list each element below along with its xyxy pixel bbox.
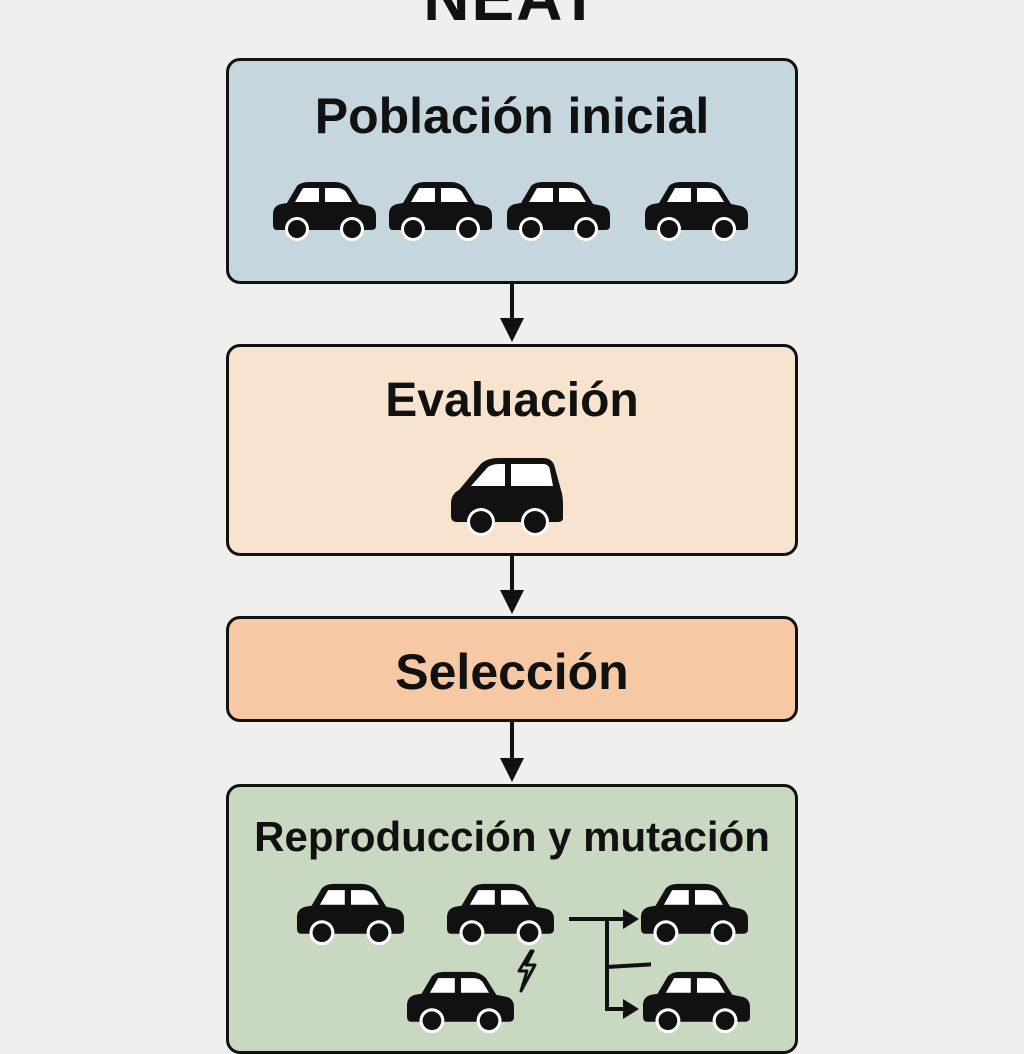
- branch-arrow-icon: [569, 909, 651, 1019]
- car-icon: [273, 179, 377, 241]
- diagram-title: NEAT: [0, 0, 1024, 30]
- step-seleccion: Selección: [226, 616, 798, 722]
- flow-arrow: [500, 722, 524, 782]
- car-icon: [641, 881, 749, 945]
- car-icon: [447, 881, 555, 945]
- step-label: Evaluación: [385, 374, 639, 427]
- step-reproduccion-mutacion: Reproducción y mutación: [226, 784, 798, 1054]
- step-label: Selección: [395, 644, 629, 700]
- step-label: Reproducción y mutación: [254, 813, 770, 860]
- step-label: Población inicial: [314, 88, 710, 144]
- car-icon: [407, 969, 515, 1033]
- car-icon: [507, 179, 611, 241]
- flow-arrow: [500, 284, 524, 342]
- car-icon: [645, 179, 749, 241]
- car-icon: [297, 881, 405, 945]
- car-icon: [451, 455, 563, 537]
- step-evaluacion: Evaluación: [226, 344, 798, 556]
- step-poblacion-inicial: Población inicial: [226, 58, 798, 284]
- lightning-icon: [517, 949, 537, 993]
- car-icon: [389, 179, 493, 241]
- car-icon: [643, 969, 751, 1033]
- flow-arrow: [500, 556, 524, 614]
